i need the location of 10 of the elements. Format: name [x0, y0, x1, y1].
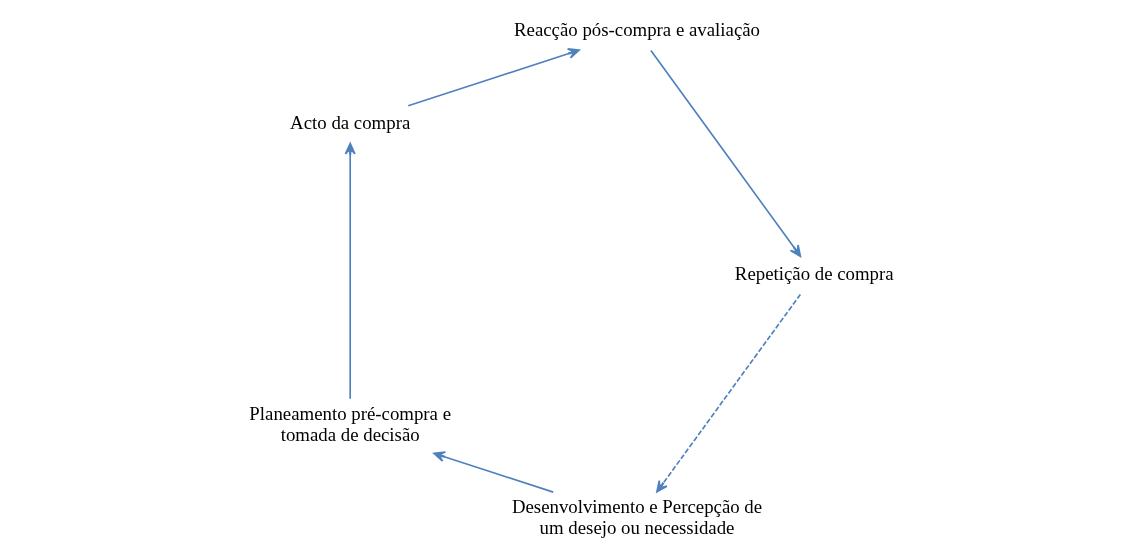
- arrow: [407, 48, 580, 107]
- arrow: [656, 293, 802, 493]
- node-text: Desenvolvimento e Percepção de um desejo ou necessidade: [511, 496, 763, 539]
- arrow: [344, 142, 356, 400]
- node-text: Acto da compra: [290, 112, 411, 134]
- arrow: [650, 49, 802, 258]
- node-text: Reacção pós-compra e avaliação: [514, 18, 760, 40]
- node-text: Planeamento pré-compra e tomada de decisão: [249, 403, 451, 446]
- node-text: Repetição de compra: [734, 262, 894, 284]
- arrow: [433, 451, 555, 493]
